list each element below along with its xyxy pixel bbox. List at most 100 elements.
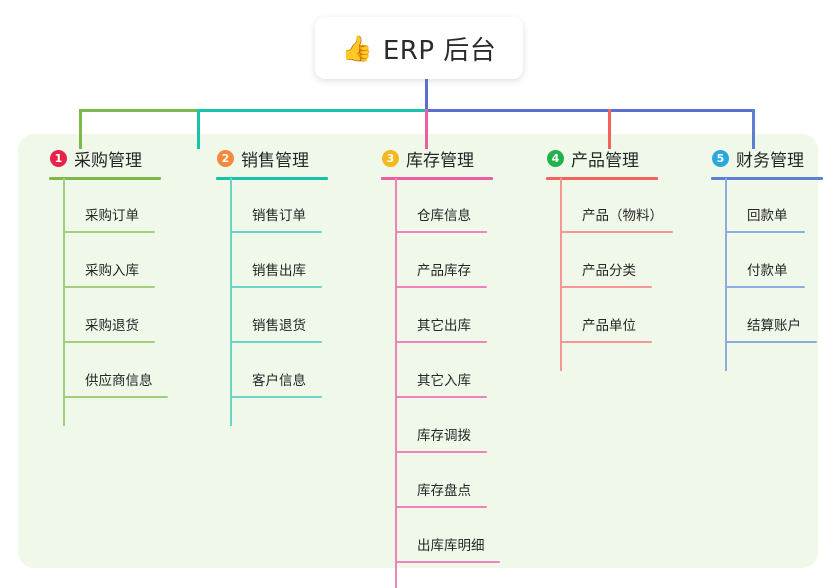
leaf-label: 采购入库 xyxy=(85,263,139,279)
leaf-underline xyxy=(395,286,487,288)
leaf-label: 销售订单 xyxy=(252,208,306,224)
leaf-label: 客户信息 xyxy=(252,373,306,389)
leaf-underline xyxy=(395,561,500,563)
leaf-underline xyxy=(63,341,155,343)
leaf-item[interactable]: 库存调拨 xyxy=(395,398,487,453)
leaf-item[interactable]: 产品分类 xyxy=(560,233,652,288)
leaf-label: 产品单位 xyxy=(582,318,636,334)
leaf-label: 其它出库 xyxy=(417,318,471,334)
leaf-item[interactable]: 销售退货 xyxy=(230,288,322,343)
branch-column-5: 5 财务管理 回款单 付款单 结算账户 xyxy=(695,146,823,371)
branch-title-4: 产品管理 xyxy=(571,150,639,171)
connector-drop-col-1 xyxy=(79,109,82,149)
leaf-item[interactable]: 销售订单 xyxy=(230,178,322,233)
branch-title-1: 采购管理 xyxy=(74,150,142,171)
leaf-label: 销售退货 xyxy=(252,318,306,334)
leaf-label: 库存调拨 xyxy=(417,428,471,444)
leaf-item[interactable]: 库存盘点 xyxy=(395,453,487,508)
leaf-label: 其它入库 xyxy=(417,373,471,389)
diagram-panel-background xyxy=(18,134,818,568)
leaf-label: 仓库信息 xyxy=(417,208,471,224)
leaf-underline xyxy=(230,286,322,288)
leaf-label: 结算账户 xyxy=(747,318,801,334)
leaf-item[interactable]: 其它入库 xyxy=(395,343,487,398)
leaf-item[interactable]: 出库库明细 xyxy=(395,508,500,563)
leaf-label: 采购退货 xyxy=(85,318,139,334)
leaf-item[interactable]: 产品单位 xyxy=(560,288,652,343)
leaf-item[interactable]: 客户信息 xyxy=(230,343,322,398)
root-node-erp-backend[interactable]: 👍 ERP 后台 xyxy=(315,17,523,79)
connector-drop-col-2 xyxy=(197,109,200,149)
branch-column-2: 2 销售管理 销售订单 销售出库 销售退货 客户信息 xyxy=(200,146,328,426)
leaf-item[interactable]: 采购入库 xyxy=(63,233,155,288)
leaf-item[interactable]: 回款单 xyxy=(725,178,805,233)
root-node-label: ERP 后台 xyxy=(382,35,497,66)
leaf-item[interactable]: 其它出库 xyxy=(395,288,487,343)
branch-header-5[interactable]: 5 财务管理 xyxy=(695,146,804,171)
leaf-underline xyxy=(725,341,817,343)
branch-column-1: 1 采购管理 采购订单 采购入库 采购退货 供应商信息 xyxy=(33,146,168,426)
leaf-underline xyxy=(395,231,487,233)
leaf-underline xyxy=(63,231,155,233)
branch-badge-2: 2 xyxy=(217,149,234,167)
leaf-label: 付款单 xyxy=(747,263,788,279)
connector-root-stem xyxy=(425,79,428,111)
leaf-underline xyxy=(560,286,652,288)
branch-trunk-4 xyxy=(560,178,562,371)
leaf-label: 产品库存 xyxy=(417,263,471,279)
leaf-item[interactable]: 付款单 xyxy=(725,233,805,288)
leaf-underline xyxy=(725,286,805,288)
leaf-underline xyxy=(395,341,487,343)
connector-bar-segment-teal xyxy=(197,109,427,112)
leaf-underline xyxy=(395,396,487,398)
leaf-item[interactable]: 销售出库 xyxy=(230,233,322,288)
leaf-underline xyxy=(560,341,652,343)
branch-underline-4 xyxy=(546,177,658,180)
branch-title-5: 财务管理 xyxy=(736,150,804,171)
branch-underline-5 xyxy=(711,177,823,180)
connector-drop-col-4 xyxy=(608,109,611,149)
branch-header-3[interactable]: 3 库存管理 xyxy=(365,146,474,171)
leaf-underline xyxy=(395,451,487,453)
leaf-underline xyxy=(230,396,322,398)
leaf-underline xyxy=(395,506,487,508)
branch-trunk-5 xyxy=(725,178,727,371)
leaf-underline xyxy=(230,231,322,233)
leaf-label: 采购订单 xyxy=(85,208,139,224)
leaf-underline xyxy=(63,396,168,398)
branch-header-4[interactable]: 4 产品管理 xyxy=(530,146,639,171)
connector-drop-col-3 xyxy=(425,109,428,149)
leaf-item[interactable]: 产品库存 xyxy=(395,233,487,288)
branch-trunk-1 xyxy=(63,178,65,426)
branch-column-4: 4 产品管理 产品（物料） 产品分类 产品单位 xyxy=(530,146,673,371)
branch-title-2: 销售管理 xyxy=(241,150,309,171)
branch-badge-3: 3 xyxy=(382,149,399,167)
leaf-label: 出库库明细 xyxy=(417,538,485,554)
leaf-underline xyxy=(230,341,322,343)
leaf-item[interactable]: 产品（物料） xyxy=(560,178,673,233)
branch-badge-4: 4 xyxy=(547,149,564,167)
leaf-item[interactable]: 供应商信息 xyxy=(63,343,168,398)
leaf-item[interactable]: 采购退货 xyxy=(63,288,155,343)
leaf-item[interactable]: 仓库信息 xyxy=(395,178,487,233)
branch-badge-1: 1 xyxy=(50,149,67,167)
leaf-label: 库存盘点 xyxy=(417,483,471,499)
leaf-label: 销售出库 xyxy=(252,263,306,279)
branch-underline-3 xyxy=(381,177,493,180)
leaf-label: 产品（物料） xyxy=(582,208,663,224)
branch-header-1[interactable]: 1 采购管理 xyxy=(33,146,142,171)
branch-header-2[interactable]: 2 销售管理 xyxy=(200,146,309,171)
leaf-item[interactable]: 采购订单 xyxy=(63,178,155,233)
branch-title-3: 库存管理 xyxy=(406,150,474,171)
branch-underline-1 xyxy=(49,177,161,180)
leaf-underline xyxy=(725,231,805,233)
branch-trunk-2 xyxy=(230,178,232,426)
connector-bar-segment-green xyxy=(79,109,199,112)
branch-trunk-3 xyxy=(395,178,397,588)
branch-underline-2 xyxy=(216,177,328,180)
leaf-item[interactable]: 结算账户 xyxy=(725,288,817,343)
connector-drop-col-5 xyxy=(752,109,755,149)
thumbs-up-icon: 👍 xyxy=(341,33,373,63)
leaf-label: 供应商信息 xyxy=(85,373,153,389)
